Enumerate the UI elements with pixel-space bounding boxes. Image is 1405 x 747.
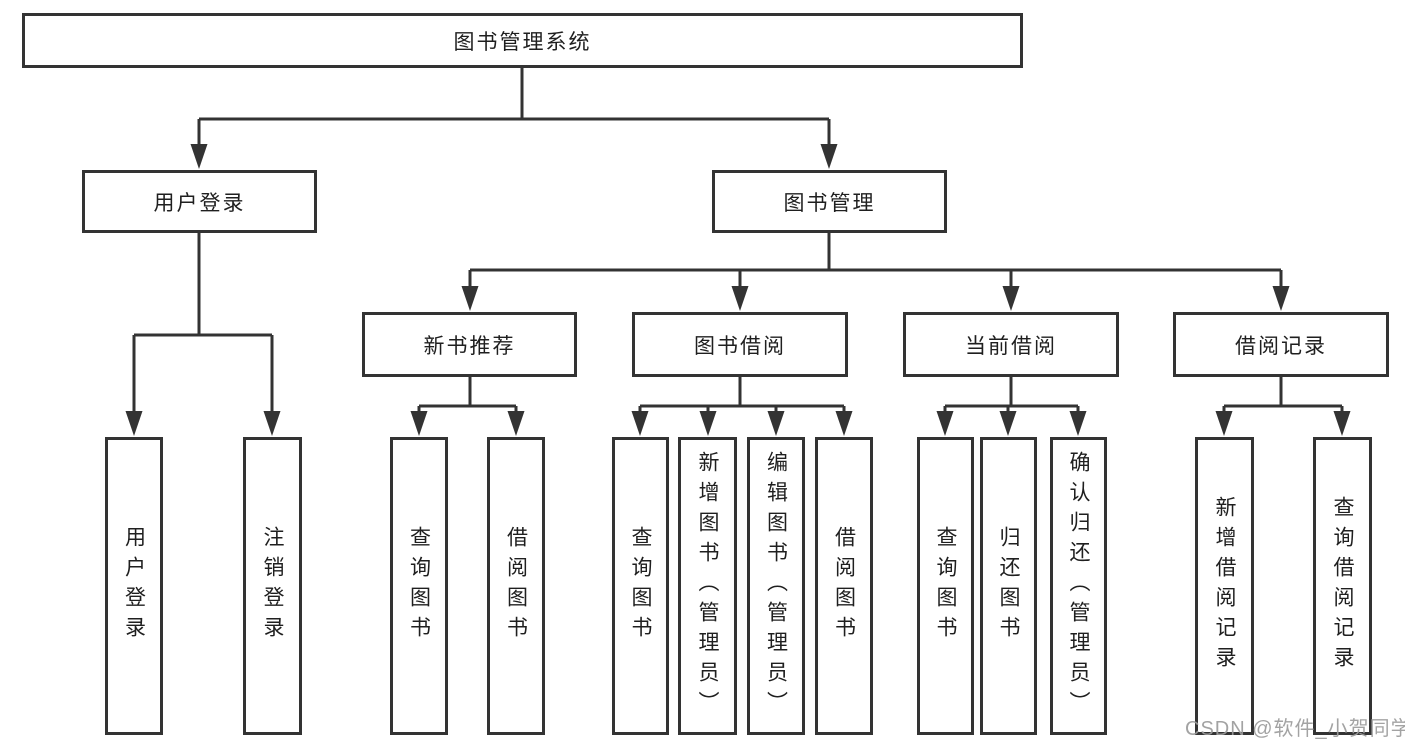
leaf-query-books-borrow: 查询图书 bbox=[612, 437, 669, 735]
node-label: 用户登录 bbox=[153, 191, 246, 215]
node-label: 新书推荐 bbox=[423, 334, 516, 358]
leaf-label: 借阅图书 bbox=[832, 526, 856, 646]
leaf-add-book-admin: 新增图书（管理员） bbox=[678, 437, 737, 735]
node-label: 当前借阅 bbox=[965, 334, 1057, 358]
node-root: 图书管理系统 bbox=[22, 13, 1023, 68]
node-borrow-records: 借阅记录 bbox=[1173, 312, 1389, 377]
leaf-query-books-recommend: 查询图书 bbox=[390, 437, 448, 735]
leaf-user-login: 用户登录 bbox=[105, 437, 163, 735]
leaf-label: 归还图书 bbox=[997, 526, 1020, 646]
node-label: 图书借阅 bbox=[694, 334, 786, 358]
leaf-query-books-current: 查询图书 bbox=[917, 437, 974, 735]
leaf-logout: 注销登录 bbox=[243, 437, 302, 735]
leaf-label: 查询图书 bbox=[407, 526, 431, 646]
leaf-label: 新增借阅记录 bbox=[1213, 496, 1236, 676]
leaf-label: 查询借阅记录 bbox=[1331, 496, 1354, 676]
node-label: 借阅记录 bbox=[1235, 334, 1327, 358]
leaf-label: 注销登录 bbox=[261, 526, 284, 646]
csdn-watermark: CSDN @软件_小贺同学 bbox=[1185, 718, 1405, 740]
leaf-borrow-books-recommend: 借阅图书 bbox=[487, 437, 545, 735]
node-book-management: 图书管理 bbox=[712, 170, 947, 233]
leaf-query-borrow-record: 查询借阅记录 bbox=[1313, 437, 1372, 735]
leaf-borrow-books: 借阅图书 bbox=[815, 437, 873, 735]
leaf-label: 用户登录 bbox=[122, 526, 146, 646]
leaf-return-book: 归还图书 bbox=[980, 437, 1037, 735]
leaf-label: 借阅图书 bbox=[504, 526, 528, 646]
leaf-add-borrow-record: 新增借阅记录 bbox=[1195, 437, 1254, 735]
leaf-edit-book-admin: 编辑图书（管理员） bbox=[747, 437, 805, 735]
node-label: 图书管理系统 bbox=[453, 30, 592, 54]
node-book-borrow: 图书借阅 bbox=[632, 312, 848, 377]
leaf-label: 新增图书（管理员） bbox=[696, 451, 719, 721]
node-new-book-recommend: 新书推荐 bbox=[362, 312, 577, 377]
node-user-login: 用户登录 bbox=[82, 170, 317, 233]
leaf-label: 编辑图书（管理员） bbox=[764, 451, 788, 721]
node-label: 图书管理 bbox=[783, 191, 876, 215]
leaf-label: 查询图书 bbox=[934, 526, 957, 646]
leaf-confirm-return-admin: 确认归还（管理员） bbox=[1050, 437, 1107, 735]
node-current-borrow: 当前借阅 bbox=[903, 312, 1119, 377]
leaf-label: 确认归还（管理员） bbox=[1067, 451, 1090, 721]
leaf-label: 查询图书 bbox=[629, 526, 652, 646]
